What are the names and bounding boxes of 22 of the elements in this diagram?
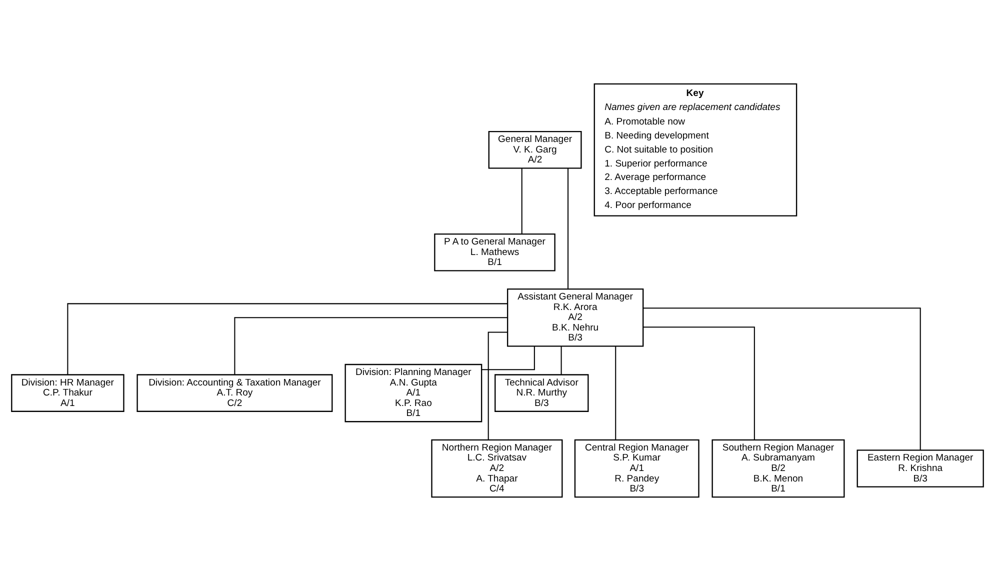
connector (568, 168, 569, 289)
node-box: Northern Region Manager L.C. Srivatsav A/2 A. Thapar C/4 (431, 439, 563, 498)
connector (67, 303, 508, 375)
connector (560, 346, 562, 375)
connector (521, 168, 522, 234)
connector (488, 332, 508, 440)
node-box: Key Names given are replacement candidates A. Promotable now B. Needing development C. Not suitable to position 1. Superior performance 2. Average performance 3. Acceptable performance 4. Poor performance (594, 83, 798, 216)
node-box: Central Region Manager S.P. Kumar A/1 R. Pandey B/3 (574, 439, 700, 498)
node-box: Technical Advisor N.R. Murthy B/3 (494, 374, 589, 412)
connector (643, 326, 755, 440)
node-box: Division: HR Manager C.P. Thakur A/1 (11, 374, 124, 412)
node-box: Assistant General Manager R.K. Arora A/2 B.K. Nehru B/3 (506, 288, 644, 347)
node-box: General Manager V. K. Garg A/2 (488, 130, 582, 169)
connector (615, 346, 616, 440)
node-box: Eastern Region Manager R. Krishna B/3 (856, 450, 984, 488)
connector (643, 308, 921, 450)
connector (234, 317, 508, 375)
node-box: Southern Region Manager A. Subramanyam B/2 B.K. Menon B/1 (712, 439, 845, 498)
node-box: Division: Accounting & Taxation Manager A.T. Roy C/2 (136, 374, 333, 412)
connector (482, 346, 535, 370)
node-box: Division: Planning Manager A.N. Gupta A/1 K.P. Rao B/1 (344, 364, 482, 422)
node-box: P A to General Manager L. Mathews B/1 (434, 234, 556, 272)
